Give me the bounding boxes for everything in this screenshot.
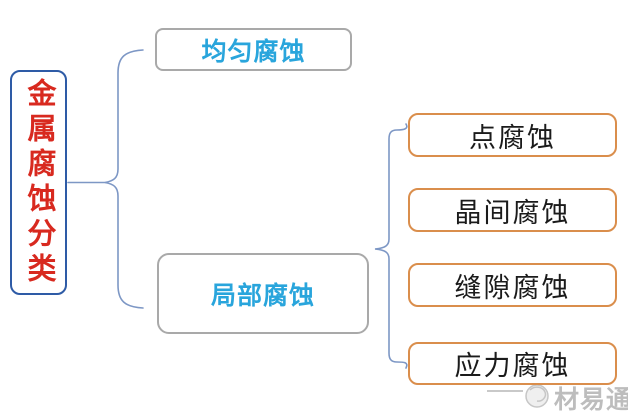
stress-corrosion-label: 应力腐蚀 <box>454 351 571 381</box>
crevice-corrosion-box: 缝隙腐蚀 <box>408 263 617 307</box>
watermark-text: 材易通 <box>554 387 628 414</box>
root-category-box: 金属腐蚀分类 <box>10 70 67 295</box>
crevice-corrosion-label: 缝隙腐蚀 <box>454 272 571 303</box>
watermark-logo-swirl <box>529 386 547 402</box>
local-corrosion-box: 局部腐蚀 <box>157 253 369 334</box>
stress-corrosion-box: 应力腐蚀 <box>408 342 617 385</box>
right-curly-brace <box>374 123 408 369</box>
watermark-logo-icon <box>525 384 549 408</box>
intergranular-corrosion-label: 晶间腐蚀 <box>454 197 571 228</box>
pitting-corrosion-label: 点腐蚀 <box>469 122 556 153</box>
uniform-corrosion-box: 均匀腐蚀 <box>155 28 352 71</box>
pitting-corrosion-box: 点腐蚀 <box>408 113 617 157</box>
left-curly-brace <box>104 49 144 309</box>
root-category-label: 金属腐蚀分类 <box>23 77 55 288</box>
intergranular-corrosion-box: 晶间腐蚀 <box>408 188 617 232</box>
uniform-corrosion-label: 均匀腐蚀 <box>201 37 306 66</box>
local-corrosion-label: 局部腐蚀 <box>210 281 315 310</box>
